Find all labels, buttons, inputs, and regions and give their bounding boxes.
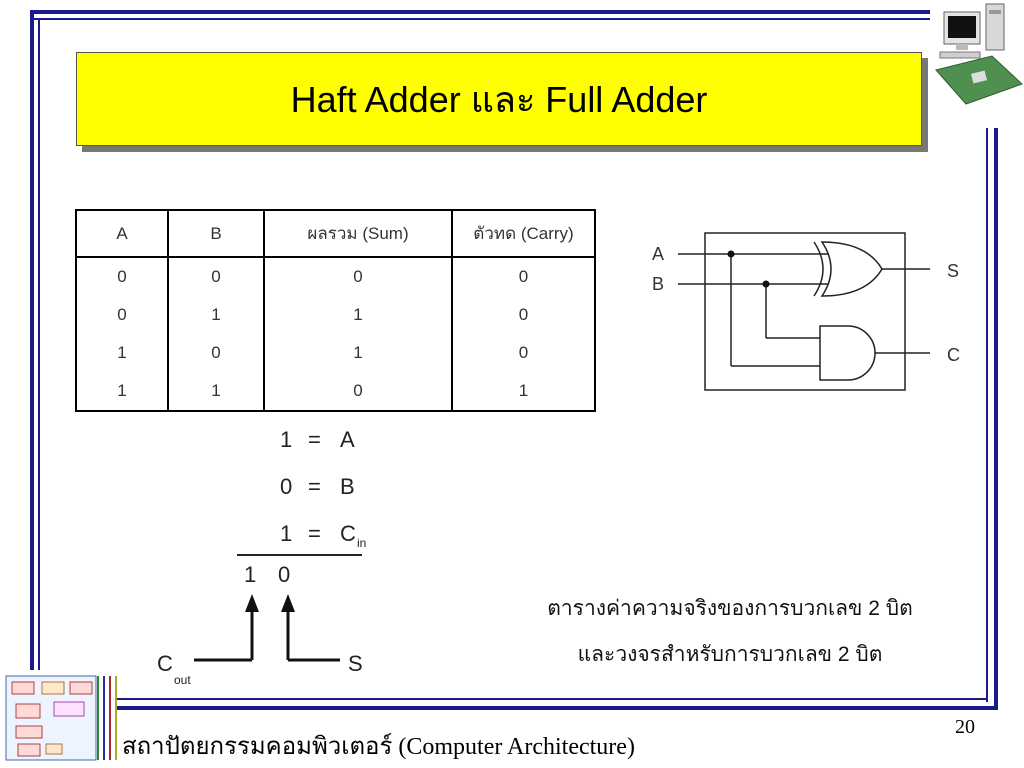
cell-b: 0 (167, 257, 264, 296)
cell-a: 0 (117, 267, 127, 286)
frame-bottom-line-outer (115, 706, 998, 710)
addition-label-b: B (340, 474, 355, 499)
xor-gate-icon (820, 241, 883, 297)
result-sum-digit: 0 (278, 562, 291, 587)
table-row: 1 0 1 0 (76, 334, 595, 372)
junction-a (727, 250, 735, 258)
tower-drive (989, 10, 1001, 14)
header-sum: ผลรวม (Sum) (263, 210, 452, 258)
caption-line-2: และวงจรสำหรับการบวกเลข 2 บิต (577, 643, 883, 666)
computer-clipart (935, 3, 1023, 105)
addition-row-a: 1 = A (278, 427, 398, 457)
footer-course-title: สถาปัตยกรรมคอมพิวเตอร์ (Computer Archite… (122, 734, 635, 760)
frame-right-line-outer (994, 128, 998, 710)
junction-b (762, 280, 770, 288)
carry-arrow-head-icon (245, 594, 259, 612)
addition-value-cin: 1 (280, 521, 293, 546)
cell-a: 1 (117, 381, 127, 400)
table-row: 0 1 1 0 (76, 296, 595, 334)
table-row: 1 1 0 1 (76, 372, 595, 411)
cell-a: 0 (117, 305, 127, 324)
motherboard-chip (970, 70, 988, 84)
header-a: A (76, 210, 168, 258)
carry-out-sub: out (174, 673, 191, 687)
title-box: Haft Adder และ Full Adder (76, 52, 922, 146)
circuit-label-s: S (947, 261, 959, 281)
frame-right-line-inner (986, 128, 988, 702)
monitor-screen (948, 16, 976, 38)
addition-label-cin: C (340, 521, 356, 546)
cell-sum: 1 (263, 334, 452, 372)
frame-bottom-line-inner (115, 698, 988, 700)
result-carry-digit: 1 (244, 562, 257, 587)
table-header-row: A B ผลรวม (Sum) ตัวทด (Carry) (76, 210, 595, 258)
half-adder-circuit: A B S C (652, 232, 960, 391)
sum-out-label: S (348, 651, 363, 676)
cell-b: 1 (167, 372, 264, 411)
frame-left-line-inner (38, 18, 40, 670)
header-carry: ตัวทด (Carry) (451, 210, 595, 258)
monitor-stand (956, 44, 968, 50)
addition-row-b: 0 = B (278, 474, 398, 504)
cell-carry: 0 (451, 296, 595, 334)
circuit-label-b: B (652, 274, 664, 294)
circuit-label-c: C (947, 345, 960, 365)
cell-carry: 0 (451, 257, 595, 296)
addition-result: 1 0 (244, 562, 324, 592)
truth-table: A B ผลรวม (Sum) ตัวทด (Carry) 0 0 0 0 0 … (75, 209, 596, 412)
cell-b: 0 (167, 334, 264, 372)
cell-sum: 0 (263, 372, 452, 411)
slide-title: Haft Adder และ Full Adder (290, 78, 708, 120)
keyboard (939, 51, 981, 59)
tower-case (985, 3, 1005, 51)
cell-a: 1 (117, 343, 127, 362)
frame-top-line-inner (30, 18, 930, 20)
table-row: 0 0 0 0 (76, 257, 595, 296)
cell-carry: 1 (451, 372, 595, 411)
addition-equals-a: = (308, 427, 321, 452)
carry-out-label: C (157, 651, 173, 676)
frame-left-line-outer (30, 10, 34, 670)
and-gate-icon (819, 325, 876, 381)
addition-sum-line (237, 554, 362, 556)
addition-equals-b: = (308, 474, 321, 499)
xor-gate-input-curve (813, 241, 824, 297)
header-b: B (167, 210, 264, 258)
circuit-label-a: A (652, 244, 664, 264)
block-diagram-clipart (5, 675, 117, 761)
addition-row-cin: 1 = C in (278, 521, 398, 551)
cell-sum: 0 (263, 257, 452, 296)
sum-arrow-head-icon (281, 594, 295, 612)
frame-top-line-outer (30, 10, 930, 14)
cell-b: 1 (167, 296, 264, 334)
addition-value-a: 1 (280, 427, 293, 452)
cell-sum: 1 (263, 296, 452, 334)
circuit-border (704, 232, 906, 391)
addition-label-a: A (340, 427, 355, 452)
addition-value-b: 0 (280, 474, 293, 499)
caption-line-1: ตารางค่าความจริงของการบวกเลข 2 บิต (547, 597, 913, 620)
page-number: 20 (955, 716, 975, 738)
addition-sub-in: in (357, 536, 367, 550)
cell-carry: 0 (451, 334, 595, 372)
addition-arrows (194, 594, 340, 662)
addition-equals-cin: = (308, 521, 321, 546)
